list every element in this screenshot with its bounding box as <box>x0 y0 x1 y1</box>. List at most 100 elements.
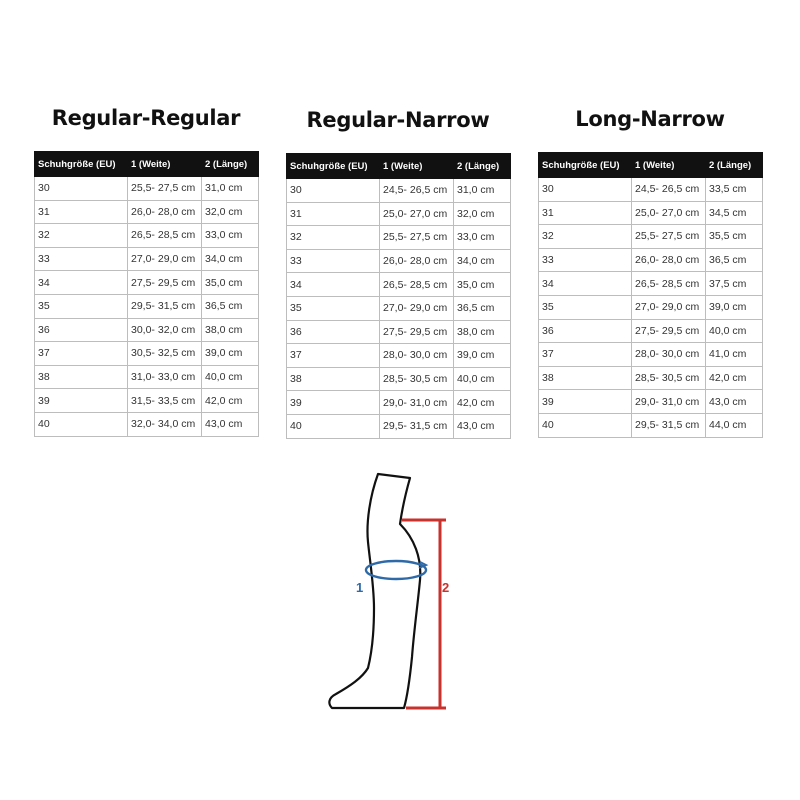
cell-width: 26,5- 28,5 cm <box>631 271 706 296</box>
cell-size: 34 <box>34 270 128 295</box>
cell-length: 42,0 cm <box>201 388 259 413</box>
cell-width: 30,5- 32,5 cm <box>127 341 202 366</box>
cell-length: 38,0 cm <box>201 317 259 343</box>
cell-length: 43,0 cm <box>201 411 259 437</box>
cell-width: 27,5- 29,5 cm <box>379 319 454 345</box>
cell-length: 37,5 cm <box>705 271 763 296</box>
cell-length: 42,0 cm <box>705 365 763 391</box>
cell-width: 25,0- 27,0 cm <box>379 201 454 227</box>
cell-size: 30 <box>538 177 632 202</box>
cell-length: 36,5 cm <box>201 293 259 319</box>
cell-size: 31 <box>286 201 380 227</box>
cell-size: 33 <box>34 246 128 272</box>
cell-size: 38 <box>538 365 632 391</box>
cell-width: 27,0- 29,0 cm <box>631 294 706 320</box>
cell-size: 39 <box>538 389 632 414</box>
length-measure: 2 <box>402 518 449 710</box>
cell-length: 40,0 cm <box>705 318 763 344</box>
cell-width: 31,5- 33,5 cm <box>127 388 202 413</box>
cell-width: 29,5- 31,5 cm <box>631 412 706 438</box>
cell-width: 31,0- 33,0 cm <box>127 364 202 390</box>
cell-width: 28,5- 30,5 cm <box>379 366 454 392</box>
cell-width: 25,5- 27,5 cm <box>631 224 706 249</box>
cell-size: 37 <box>286 343 380 368</box>
cell-length: 35,5 cm <box>705 224 763 249</box>
cell-length: 42,0 cm <box>453 390 511 415</box>
cell-size: 40 <box>34 411 128 437</box>
cell-size: 39 <box>34 388 128 413</box>
cell-size: 38 <box>286 366 380 392</box>
cell-width: 28,5- 30,5 cm <box>631 365 706 391</box>
cell-size: 36 <box>286 319 380 345</box>
cell-size: 33 <box>538 247 632 273</box>
width-measure: 1 <box>356 559 429 595</box>
cell-width: 25,5- 27,5 cm <box>379 225 454 250</box>
cell-length: 35,0 cm <box>201 270 259 295</box>
table-title: Regular-Regular <box>51 106 241 130</box>
cell-length: 36,5 cm <box>453 295 511 321</box>
header-width: 1 (Weite) <box>379 153 454 179</box>
table-title: Regular-Narrow <box>306 108 490 132</box>
cell-size: 32 <box>538 224 632 249</box>
cell-size: 35 <box>34 293 128 319</box>
cell-length: 34,0 cm <box>201 246 259 272</box>
cell-size: 40 <box>538 412 632 438</box>
length-label: 2 <box>442 580 449 595</box>
cell-width: 29,5- 31,5 cm <box>127 293 202 319</box>
cell-width: 27,0- 29,0 cm <box>127 246 202 272</box>
cell-size: 33 <box>286 248 380 274</box>
cell-width: 24,5- 26,5 cm <box>379 178 454 203</box>
cell-size: 30 <box>34 176 128 201</box>
leg-outline-icon <box>328 472 422 710</box>
cell-width: 27,0- 29,0 cm <box>379 295 454 321</box>
cell-length: 40,0 cm <box>201 364 259 390</box>
cell-length: 34,5 cm <box>705 200 763 226</box>
cell-length: 43,0 cm <box>705 389 763 414</box>
cell-size: 35 <box>286 295 380 321</box>
cell-size: 37 <box>538 342 632 367</box>
cell-width: 28,0- 30,0 cm <box>379 343 454 368</box>
cell-length: 43,0 cm <box>453 413 511 439</box>
leg-measurement-diagram: 1 2 <box>328 472 449 710</box>
cell-size: 35 <box>538 294 632 320</box>
cell-width: 30,0- 32,0 cm <box>127 317 202 343</box>
table-regular-narrow: Regular-Narrow Schuhgröße (EU) 1 (Weite)… <box>286 105 511 439</box>
cell-length: 34,0 cm <box>453 248 511 274</box>
cell-length: 35,0 cm <box>453 272 511 297</box>
cell-length: 32,0 cm <box>201 199 259 225</box>
header-length: 2 (Länge) <box>453 153 511 179</box>
cell-width: 24,5- 26,5 cm <box>631 177 706 202</box>
cell-width: 27,5- 29,5 cm <box>127 270 202 295</box>
cell-size: 38 <box>34 364 128 390</box>
cell-length: 33,0 cm <box>201 223 259 248</box>
header-width: 1 (Weite) <box>631 152 706 178</box>
cell-length: 36,5 cm <box>705 247 763 273</box>
circumference-arrow-icon <box>418 561 429 569</box>
